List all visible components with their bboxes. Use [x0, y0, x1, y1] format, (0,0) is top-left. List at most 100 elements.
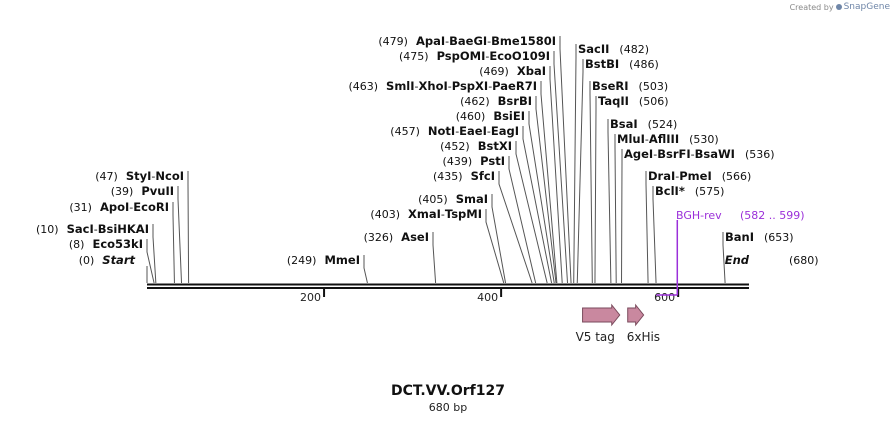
- site-leader-line: [491, 194, 507, 284]
- site-leader-line: [573, 44, 577, 284]
- label-separator: -: [129, 201, 133, 214]
- site-leader-line: [576, 59, 584, 284]
- enzyme-name-label: Eco53kI: [92, 237, 143, 251]
- site-position-label: (475): [399, 50, 429, 63]
- site-leader-line: [722, 232, 726, 284]
- site-leader-line: [594, 96, 597, 284]
- label-separator: -: [487, 125, 491, 138]
- feature-label: 6xHis: [627, 330, 660, 344]
- site-leader-line: [553, 51, 569, 284]
- restriction-site-label: BseRI (503): [592, 79, 668, 93]
- restriction-site-label: (439) PstI: [443, 154, 505, 168]
- sequence-length-label: 680 bp: [428, 401, 468, 414]
- restriction-site-label: (405)SmaI: [418, 192, 488, 206]
- enzyme-name-label: BsrFI: [657, 147, 690, 161]
- enzyme-name-label: BsaWI: [695, 147, 735, 161]
- site-position-label: (536): [745, 148, 775, 161]
- enzyme-name-label: NcoI: [155, 169, 184, 183]
- enzyme-name-label: *: [679, 184, 685, 198]
- restriction-site-label: DraI - PmeI(566): [648, 169, 751, 183]
- credit-prefix: Created by: [789, 2, 834, 12]
- restriction-site-label: TaqII(506): [598, 94, 669, 108]
- restriction-site-label: BstBI(486): [585, 57, 659, 71]
- restriction-site-label: (460)BsiEI: [456, 109, 525, 123]
- enzyme-name-label: XmaI: [408, 207, 441, 221]
- enzyme-name-label: PspOMI: [437, 49, 486, 63]
- site-position-label: (524): [648, 118, 678, 131]
- label-separator: -: [415, 80, 419, 93]
- restriction-site-label: (39) PvuII: [111, 184, 174, 198]
- site-position-label: (463): [348, 80, 378, 93]
- site-leader-line: [485, 209, 505, 284]
- enzyme-name-label: BstXI: [478, 139, 512, 153]
- feature-arrow: [627, 303, 645, 327]
- primer-range-label: (582 .. 599): [740, 209, 805, 222]
- enzyme-name-label: BsiEI: [493, 109, 525, 123]
- sequence-end-label: End (680): [725, 253, 819, 267]
- restriction-site-label: BclI *(575): [655, 184, 724, 198]
- site-position-label: (31): [69, 201, 92, 214]
- restriction-site-label: (10)SacI - BsiHKAI: [36, 222, 149, 236]
- ruler-tick-label: 200: [300, 291, 321, 304]
- site-leader-line: [508, 156, 537, 284]
- label-separator: -: [653, 148, 657, 161]
- restriction-site-label: (31)ApoI - EcoRI: [69, 200, 169, 214]
- site-leader-line: [152, 224, 157, 284]
- site-position-label: (39): [111, 185, 134, 198]
- site-position-label: (8): [69, 238, 85, 251]
- site-position-label: (47): [95, 170, 118, 183]
- enzyme-name-label: EagI: [491, 124, 519, 138]
- enzyme-name-label: PaeR7I: [492, 79, 537, 93]
- enzyme-name-label: DraI: [648, 169, 675, 183]
- site-leader-line: [146, 239, 155, 284]
- restriction-site-label: (462)BsrBI: [460, 94, 532, 108]
- enzyme-name-label: SmlI: [386, 79, 415, 93]
- enzyme-name-label: PspXI: [452, 79, 488, 93]
- site-position-label: (566): [722, 170, 752, 183]
- enzyme-name-label: Start: [102, 253, 135, 267]
- enzyme-name-label: PstI: [480, 154, 505, 168]
- label-separator: -: [691, 148, 695, 161]
- enzyme-name-label: BaeGI: [449, 34, 487, 48]
- site-leader-line: [535, 96, 557, 284]
- restriction-site-label: SacII(482): [578, 42, 649, 56]
- enzyme-name-label: SmaI: [456, 192, 488, 206]
- label-separator: -: [441, 208, 445, 221]
- restriction-site-label: BanI(653): [725, 230, 794, 244]
- site-position-label: (0): [79, 254, 95, 267]
- feature-label: V5 tag: [576, 330, 615, 344]
- site-position-label: (575): [695, 185, 725, 198]
- enzyme-name-label: BsaI: [610, 117, 638, 131]
- end-name-label: End: [725, 253, 750, 267]
- site-leader-line: [177, 186, 183, 284]
- enzyme-name-label: SfcI: [471, 169, 495, 183]
- enzyme-name-label: TspMI: [445, 207, 482, 221]
- restriction-site-label: (475)PspOMI - EcoO109I: [399, 49, 550, 63]
- enzyme-name-label: PvuII: [141, 184, 174, 198]
- site-leader-line: [187, 171, 190, 284]
- enzyme-name-label: NotI: [428, 124, 455, 138]
- enzyme-name-label: Bme1580I: [491, 34, 556, 48]
- enzyme-name-label: BseRI: [592, 79, 629, 93]
- site-leader-line: [363, 255, 368, 284]
- ruler-tick-label: 600: [654, 291, 675, 304]
- restriction-site-label: (469)XbaI: [479, 64, 546, 78]
- restriction-site-label: (452)BstXI: [440, 139, 512, 153]
- site-position-label: (482): [619, 43, 649, 56]
- site-leader-line: [498, 171, 533, 284]
- site-position-label: (439): [443, 155, 473, 168]
- enzyme-name-label: SacI: [67, 222, 94, 236]
- site-position-label: (503): [639, 80, 669, 93]
- site-leader-line: [645, 171, 649, 284]
- enzyme-name-label: ApaI: [416, 34, 445, 48]
- feature-arrow: [582, 303, 621, 327]
- enzyme-name-label: XbaI: [517, 64, 546, 78]
- restriction-site-label: (326)AseI: [364, 230, 429, 244]
- site-position-label: (530): [689, 133, 719, 146]
- restriction-site-label: MluI - AflIII(530): [617, 132, 719, 146]
- enzyme-name-label: EaeI: [459, 124, 487, 138]
- restriction-site-label: (8) Eco53kI: [69, 237, 143, 251]
- site-position-label: (680): [789, 254, 819, 267]
- enzyme-name-label: BsiHKAI: [98, 222, 149, 236]
- label-separator: -: [485, 50, 489, 63]
